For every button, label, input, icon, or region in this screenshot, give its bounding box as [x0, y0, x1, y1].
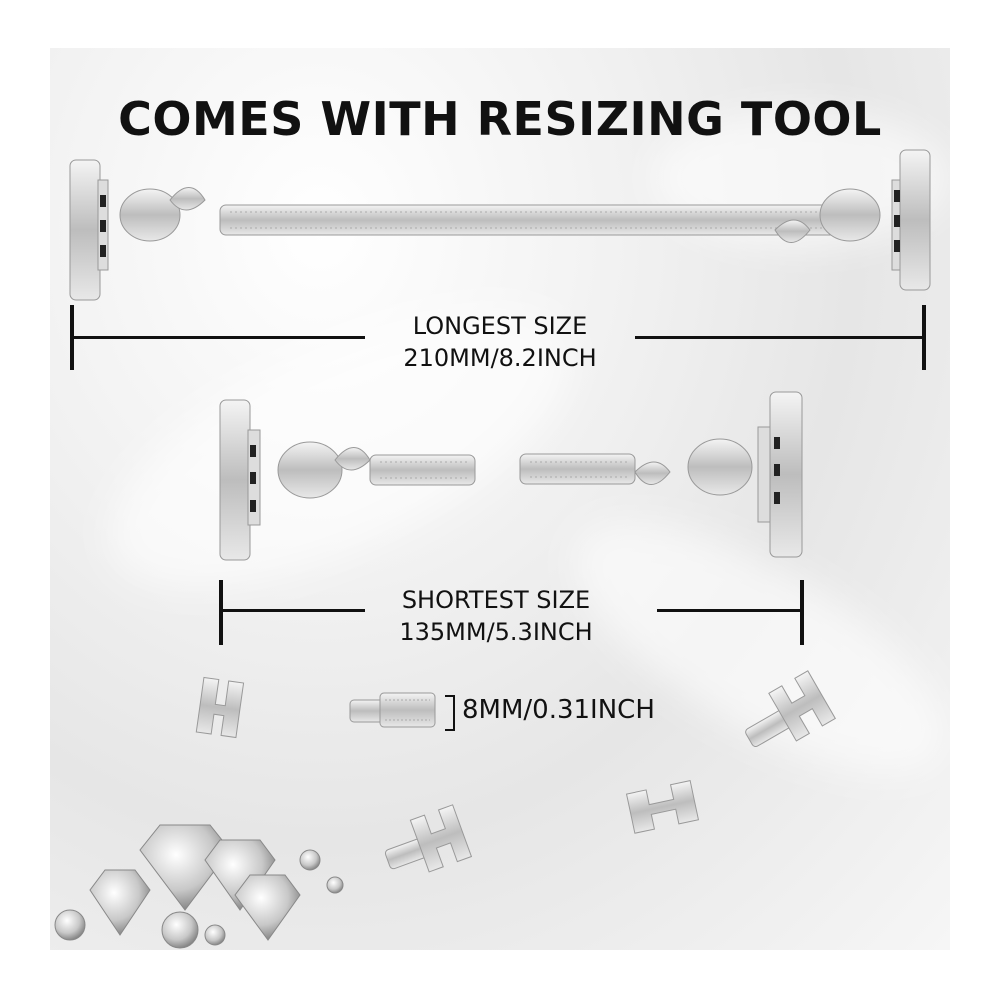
- longest-line-right: [635, 336, 925, 339]
- longest-label: LONGEST SIZE: [412, 312, 588, 340]
- longest-tick-right: [922, 305, 926, 370]
- watch-band-short-right: [519, 391, 803, 558]
- spare-link-icon: [625, 779, 700, 834]
- diamond-cluster: [54, 824, 344, 949]
- longest-value: 210MM/8.2INCH: [403, 344, 597, 372]
- spare-link-icon: [384, 804, 473, 873]
- page-title: COMES WITH RESIZING TOOL: [118, 92, 882, 146]
- watch-band-short-left: [219, 399, 476, 561]
- spare-link-icon: [745, 670, 836, 748]
- link-width-value: 8MM/0.31INCH: [462, 695, 655, 725]
- longest-line-left: [72, 336, 365, 339]
- spare-link-icon: [349, 692, 436, 728]
- shortest-label: SHORTEST SIZE: [401, 586, 591, 614]
- spare-link-icon: [195, 676, 245, 739]
- watch-band-long: [69, 149, 931, 301]
- link-bracket: [445, 695, 455, 731]
- shortest-value: 135MM/5.3INCH: [399, 618, 593, 646]
- shortest-line-left: [221, 609, 365, 612]
- shortest-tick-right: [800, 580, 804, 645]
- shortest-tick-left: [219, 580, 223, 645]
- shortest-line-right: [657, 609, 802, 612]
